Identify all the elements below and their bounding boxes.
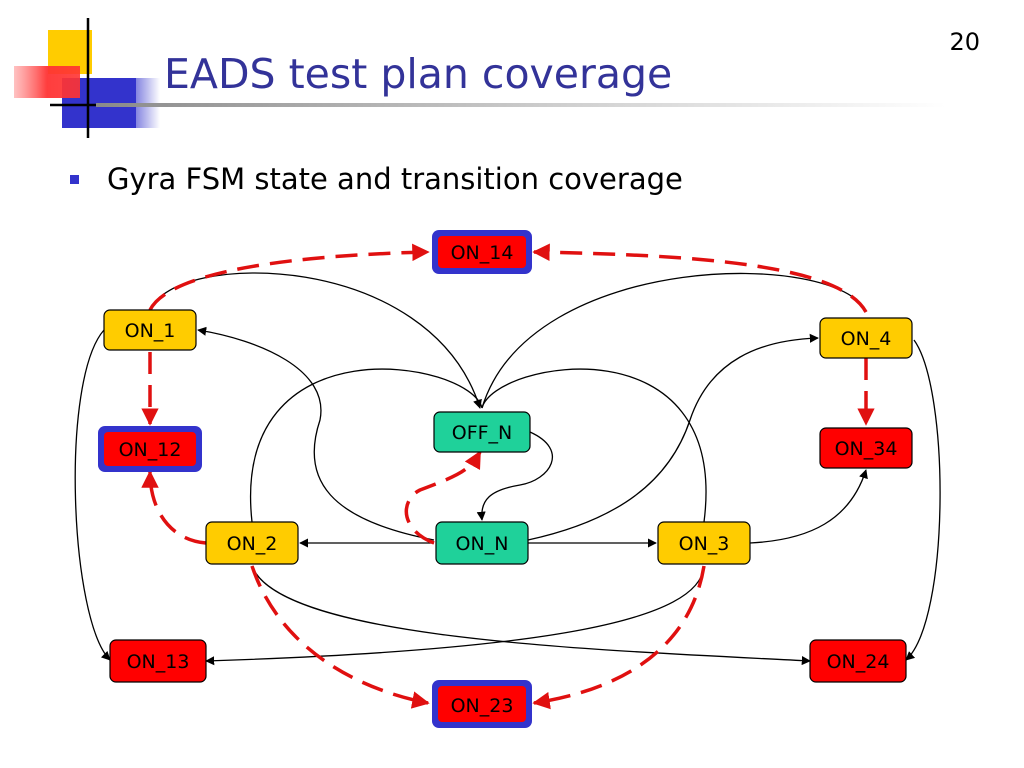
state-label: ON_13	[127, 651, 190, 673]
state-label: ON_23	[451, 695, 514, 717]
transition-on2-on24	[251, 565, 811, 666]
state-label: ON_3	[679, 533, 730, 555]
state-on4[interactable]: ON_4	[819, 317, 913, 359]
transition-on2-offn	[249, 368, 483, 523]
transition-offn-onn	[476, 431, 553, 521]
state-label: OFF_N	[452, 422, 513, 444]
state-label: ON_1	[125, 320, 176, 342]
state-label: ON_24	[827, 651, 890, 673]
transition-on4-offn	[481, 272, 867, 409]
state-on2[interactable]: ON_2	[205, 521, 299, 565]
state-label: ON_N	[456, 533, 509, 555]
state-label: ON_12	[119, 439, 182, 461]
bullet-item: Gyra FSM state and transition coverage	[70, 162, 683, 196]
state-on24[interactable]: ON_24	[809, 639, 907, 683]
transition-on4-on24	[905, 339, 941, 661]
solid-transitions	[74, 272, 941, 666]
state-on34[interactable]: ON_34	[819, 427, 913, 469]
state-on12[interactable]: ON_12	[98, 426, 202, 472]
transition-on1-offn	[149, 272, 482, 409]
slide-number: 20	[949, 28, 980, 56]
state-label: ON_2	[227, 533, 278, 555]
bullet-square-icon	[70, 174, 79, 184]
state-on23[interactable]: ON_23	[432, 680, 532, 728]
transition-on3-on23	[532, 565, 706, 710]
transition-on2-on23	[250, 565, 430, 709]
page-title: EADS test plan coverage	[164, 50, 673, 98]
transition-onn-offn	[404, 450, 482, 545]
transition-on3-on34	[749, 469, 868, 544]
state-on3[interactable]: ON_3	[657, 521, 751, 565]
state-on1[interactable]: ON_1	[103, 309, 197, 351]
transition-on3-offn	[481, 368, 707, 523]
state-onn[interactable]: ON_N	[435, 521, 529, 565]
transition-on3-on13	[205, 565, 705, 666]
transition-on1-on13	[74, 329, 111, 661]
state-offn[interactable]: OFF_N	[433, 411, 531, 453]
state-label: ON_4	[841, 328, 892, 350]
transition-on4-on14	[532, 243, 868, 313]
state-label: ON_34	[835, 438, 898, 460]
transition-onn-on1	[197, 326, 435, 541]
title-underline	[96, 103, 946, 107]
state-on14[interactable]: ON_14	[432, 230, 532, 274]
state-label: ON_14	[451, 242, 514, 264]
dashed-transitions	[141, 243, 875, 710]
transition-onn-on4	[527, 333, 819, 541]
transition-on2-on12	[141, 470, 207, 545]
transition-on1-on14	[148, 243, 430, 311]
bullet-text: Gyra FSM state and transition coverage	[107, 162, 683, 196]
state-on13[interactable]: ON_13	[109, 639, 207, 683]
